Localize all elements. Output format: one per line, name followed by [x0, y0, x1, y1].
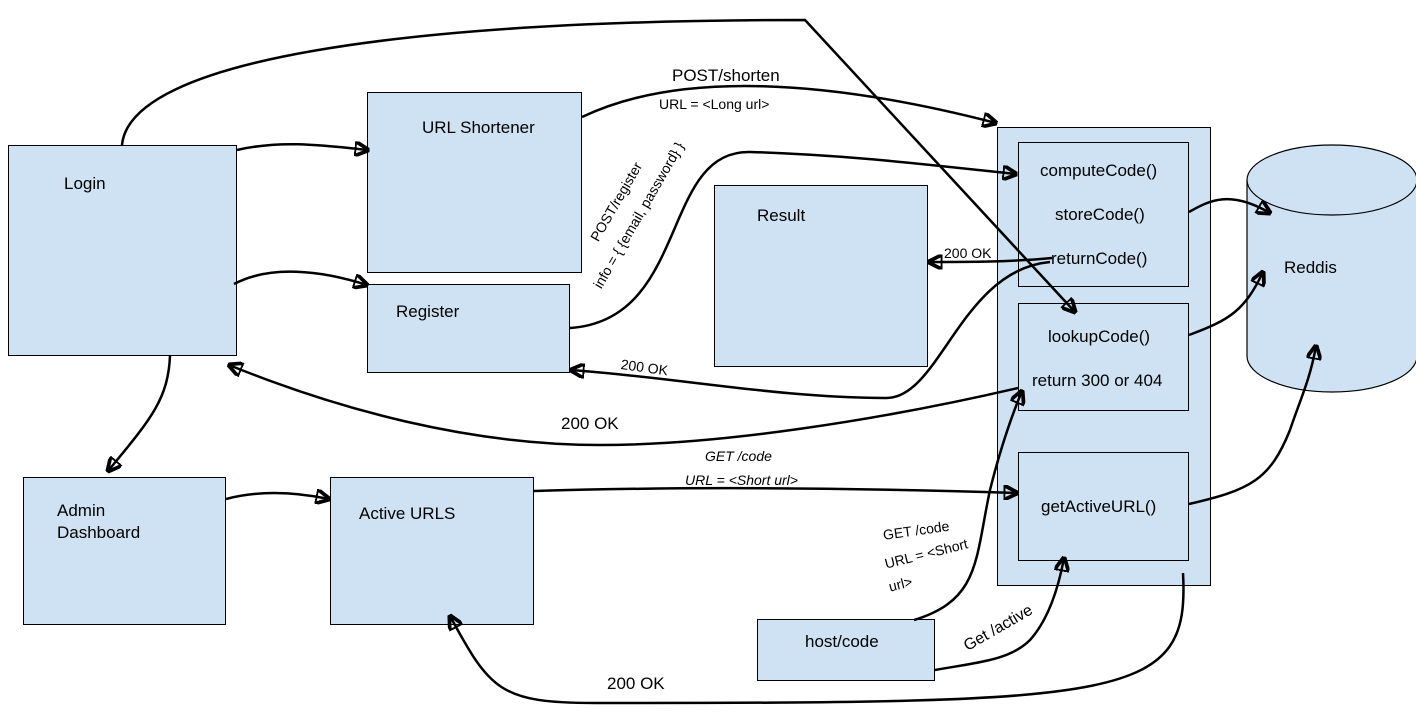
edge-host-to-get-active	[934, 558, 1064, 672]
edge-store-to-reddis	[1188, 198, 1270, 213]
edge-shortener-to-service	[581, 84, 996, 123]
register-box	[367, 284, 570, 373]
result-label: Result	[757, 206, 806, 225]
admin-dashboard-label-line1: Admin	[57, 501, 106, 520]
return-code-label: returnCode()	[1051, 249, 1148, 268]
return-status-label: return 300 or 404	[1032, 371, 1163, 390]
edge-login-to-url-shortener	[236, 144, 368, 150]
edge-login-to-lookup	[120, 18, 1075, 312]
reddis-label: Reddis	[1284, 258, 1337, 277]
url-long-label: URL = <Long url>	[659, 96, 770, 112]
ok-result-label: 200 OK	[944, 245, 992, 261]
register-label: Register	[396, 302, 460, 321]
compute-code-label: computeCode()	[1040, 161, 1158, 180]
edge-host-to-lookup	[913, 391, 1022, 622]
host-code-label: host/code	[805, 632, 879, 651]
ok-active-label: 200 OK	[607, 674, 665, 693]
edge-lookup-to-login	[229, 365, 1019, 447]
login-box	[8, 145, 237, 356]
result-box	[714, 185, 928, 367]
get-code-label-1: GET /code	[705, 448, 772, 464]
url-short-label-1: URL = <Short url>	[685, 472, 798, 488]
get-active-url-label: getActiveURL()	[1041, 497, 1157, 516]
edge-get-active-to-reddis	[1188, 346, 1316, 506]
url-shortener-box	[367, 92, 582, 273]
edge-service-to-active-urls	[450, 572, 1185, 705]
admin-dashboard-label-line2: Dashboard	[57, 523, 141, 542]
active-urls-label: Active URLS	[359, 504, 456, 523]
edge-register-to-compute	[569, 150, 1016, 330]
lookup-code-label: lookupCode()	[1048, 327, 1151, 346]
login-label: Login	[64, 174, 106, 193]
edge-login-to-register	[233, 270, 367, 285]
admin-dashboard-box	[23, 477, 226, 625]
reddis-database	[1246, 144, 1416, 393]
url-shortener-label: URL Shortener	[422, 118, 535, 137]
host-code-box	[757, 619, 935, 681]
edge-login-to-admin	[108, 355, 172, 471]
edge-return-to-result	[929, 258, 1053, 262]
edge-return-to-register	[571, 260, 1051, 400]
ok-login-label: 200 OK	[561, 414, 619, 433]
edge-lookup-to-reddis	[1188, 272, 1263, 337]
active-urls-box	[330, 477, 534, 625]
edge-active-urls-to-get-active	[533, 488, 1017, 493]
get-active-url-box	[1018, 452, 1189, 561]
store-code-label: storeCode()	[1055, 205, 1145, 224]
post-shorten-label: POST/shorten	[672, 66, 780, 85]
edge-admin-to-active-urls	[225, 493, 329, 499]
lookup-box	[1018, 303, 1189, 411]
